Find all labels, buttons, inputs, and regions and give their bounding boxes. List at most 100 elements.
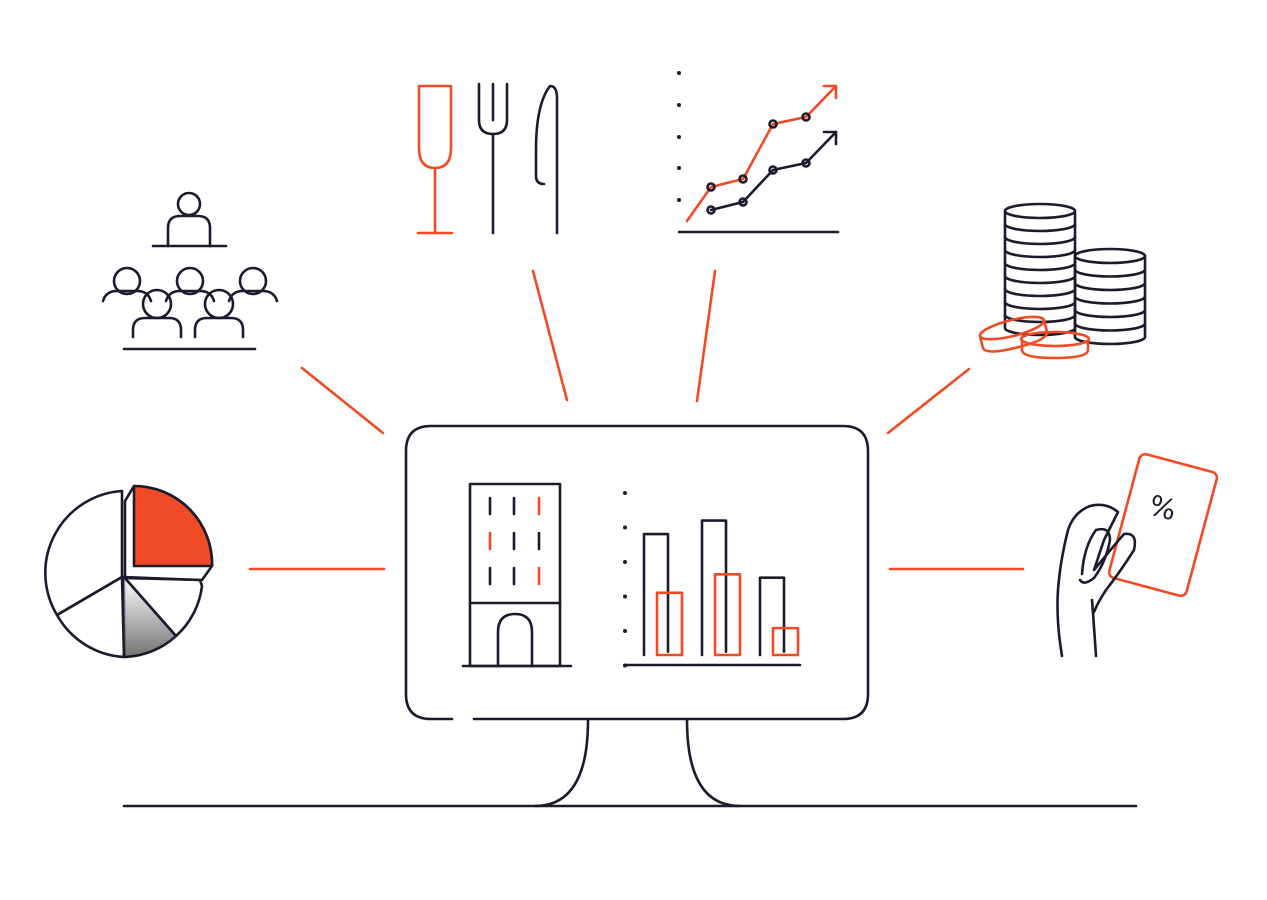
bar-chart-axis-dots — [623, 491, 627, 668]
rising-line-chart-icon — [677, 71, 840, 234]
axis-dot — [677, 71, 681, 75]
axis-dot — [677, 135, 681, 139]
bar-outline-dark — [758, 576, 786, 657]
connector-people — [300, 366, 385, 435]
speaker-head — [176, 191, 202, 217]
knife-icon — [534, 84, 559, 235]
building-windows — [488, 496, 541, 586]
coin-edge — [1003, 222, 1077, 233]
hand-outline — [1056, 503, 1137, 658]
coin-stacks-icon — [978, 202, 1147, 360]
coin-edge — [1003, 313, 1077, 324]
marker — [738, 197, 748, 207]
connector-lines — [248, 269, 1025, 571]
speaker-body — [166, 214, 212, 248]
marker — [768, 165, 778, 175]
coin-edge — [1003, 274, 1077, 285]
axis-dot — [677, 103, 681, 107]
audience-back-row — [101, 266, 279, 303]
growth-arrow-accent — [822, 84, 838, 100]
coin-edge — [1003, 248, 1077, 259]
hotel-building-icon — [461, 482, 573, 668]
loose-coin-tilted-top — [978, 315, 1046, 341]
discount-symbol: % — [1146, 488, 1180, 527]
coin-stack-body — [1073, 254, 1147, 346]
axis-dot — [623, 663, 627, 668]
building-door — [496, 612, 534, 668]
coin-edge — [1073, 268, 1147, 278]
growth-line-markers — [706, 112, 811, 215]
axis-dot — [677, 198, 681, 202]
coin-stack-tall — [1003, 202, 1077, 337]
loose-coins — [978, 315, 1091, 360]
connector-coins — [886, 367, 971, 435]
person-head — [141, 288, 173, 320]
axis-dot — [623, 491, 627, 495]
coin-edge — [1003, 287, 1077, 298]
coin-edge — [1073, 322, 1147, 332]
axis-dot — [623, 594, 627, 599]
bar-outline-dark — [700, 519, 728, 657]
growth-arrow-dark — [822, 130, 838, 146]
monitor-stand-left — [533, 718, 590, 808]
coin-edge — [1003, 235, 1077, 246]
discount-card-in-hand-icon: % — [1056, 452, 1219, 658]
pie-slice-large — [44, 489, 124, 617]
bar-accent — [655, 591, 684, 657]
monitor-screen-frame — [404, 424, 870, 721]
coin-edge — [1003, 300, 1077, 311]
bar-accent — [713, 573, 742, 657]
coin-edge — [1003, 261, 1077, 272]
monitor-stand-right — [685, 718, 742, 808]
marker — [801, 112, 811, 122]
marker — [706, 205, 716, 215]
discount-card — [1107, 452, 1219, 598]
person-head — [238, 266, 268, 296]
bar-accent — [771, 626, 800, 657]
coin-top — [1073, 247, 1147, 265]
marker — [738, 174, 748, 184]
connector-growth — [695, 269, 717, 403]
coin-edge — [1073, 281, 1147, 292]
loose-coin-tilted — [979, 320, 1049, 353]
connector-dining — [531, 269, 569, 402]
growth-line-accent — [685, 84, 838, 223]
pie-slice-shade-fade — [124, 577, 176, 657]
axis-dot — [677, 166, 681, 170]
pie-slice-right — [122, 575, 204, 638]
computer-monitor-icon — [122, 424, 1138, 808]
coin-edge — [1073, 308, 1147, 319]
coin-stack-short — [1073, 247, 1147, 346]
fork-icon — [477, 82, 509, 235]
wine-glass-bowl — [417, 84, 453, 170]
growth-line-dark — [709, 130, 838, 212]
loose-coin-top — [1019, 330, 1091, 348]
bar-chart-icon — [623, 491, 802, 668]
marker — [768, 119, 778, 129]
bar-chart-bars — [642, 519, 800, 657]
axis-dot — [623, 629, 627, 633]
marker — [706, 182, 716, 192]
pie-slice-accent — [132, 484, 214, 568]
pie-chart-icon — [44, 484, 214, 659]
axis-dot — [623, 525, 627, 530]
pie-slice-left-bottom — [55, 575, 126, 659]
people-audience-icon — [101, 191, 279, 351]
audience-front-row — [131, 288, 245, 339]
coin-top — [1003, 202, 1077, 220]
person-body — [131, 316, 183, 339]
person-head — [112, 266, 142, 296]
person-shoulders — [101, 289, 153, 303]
person-shoulders — [227, 289, 279, 303]
person-body — [193, 316, 245, 339]
person-head — [203, 288, 235, 320]
person-head — [175, 266, 205, 296]
growth-chart-axis-dots — [677, 71, 681, 202]
loose-coin — [1020, 341, 1090, 360]
coin-stack-body — [1003, 209, 1077, 337]
coin-edge — [1073, 295, 1147, 305]
wine-glass-and-cutlery-icon — [416, 82, 559, 235]
axis-dot — [623, 560, 627, 564]
marker — [801, 158, 811, 168]
